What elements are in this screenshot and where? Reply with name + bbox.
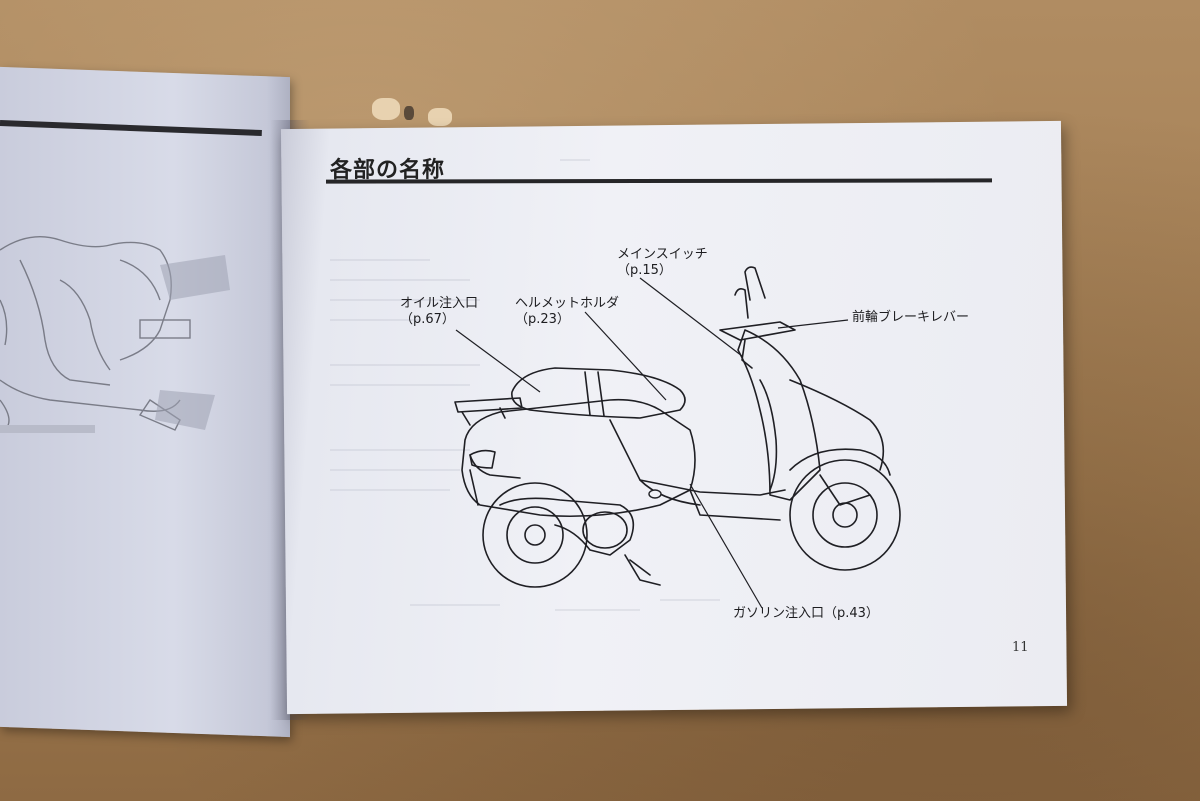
front-brake-label: 前輪ブレーキレバー [852,310,969,326]
handlebar [719,321,796,341]
fuel-cap [648,489,662,499]
rear-wheel [482,482,588,588]
left-page-illustration [0,235,230,433]
main-switch-label: メインスイッチ （p.15） [617,247,708,279]
helmet-holder-name: ヘルメットホルダ [515,296,620,311]
engine [499,497,635,556]
helmet-holder-leader [584,311,667,401]
oil-inlet-ref: （p.67） [400,312,455,327]
fuel-inlet-name: ガソリン注入口（p.43） [733,606,879,621]
oil-inlet-leader [455,329,541,393]
seat [511,367,686,419]
rider-outline [0,235,172,361]
front-brake-leader [777,319,849,329]
helmet-holder-label: ヘルメットホルダ （p.23） [515,296,619,328]
wood-chip [428,108,452,126]
main-switch-name: メインスイッチ [617,247,708,262]
page-number: 11 [1012,640,1029,655]
rear-body [461,398,696,518]
leg-shield [737,329,821,501]
floor-board [689,489,781,521]
tail-light [469,449,496,469]
wood-chip [372,98,400,120]
mirror [744,266,766,301]
oil-inlet-name: オイル注入口 [400,296,479,311]
bleed-through-text [330,159,720,611]
fuel-inlet-leader [689,483,763,609]
oil-inlet-label: オイル注入口 （p.67） [400,296,478,328]
front-wheel [789,459,901,571]
main-switch-ref: （p.15） [617,263,672,278]
fuel-inlet-label: ガソリン注入口（p.43） [733,606,879,622]
helmet-holder-ref: （p.23） [515,312,570,327]
main-switch-leader [639,277,743,357]
leader-lines [455,277,849,609]
front-brake-name: 前輪ブレーキレバー [852,310,970,325]
kickstand [624,554,661,586]
wood-chip [404,106,414,120]
